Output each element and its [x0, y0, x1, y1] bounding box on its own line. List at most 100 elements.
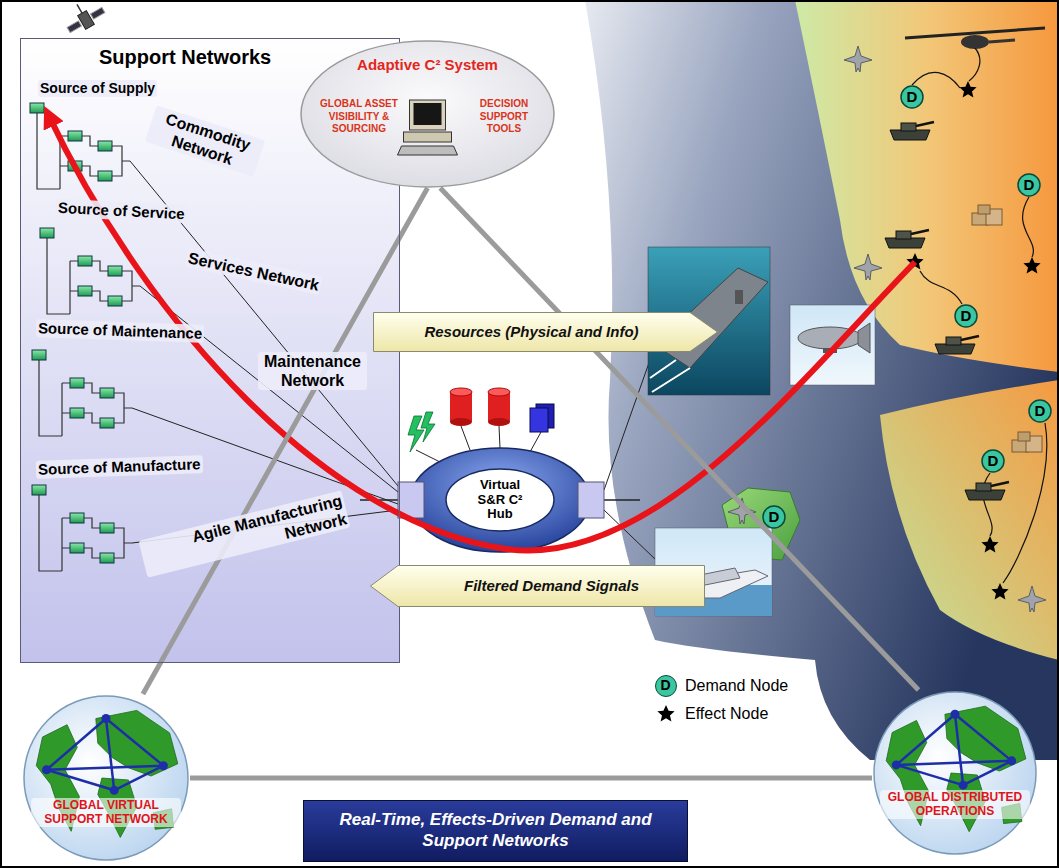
c2-title: Adaptive C² System — [300, 56, 555, 74]
banner-text: Real-Time, Effects-Driven Demand and Sup… — [313, 809, 678, 852]
network-link — [955, 714, 1012, 761]
effect-node-swatch — [655, 703, 677, 725]
aircraft-icon — [1018, 586, 1046, 612]
demand-node-circle — [955, 305, 977, 327]
keyboard-icon — [398, 146, 458, 155]
demand-node-circle — [1018, 174, 1040, 196]
c2-ellipse-outline — [301, 41, 554, 187]
network-node-dot — [42, 765, 51, 774]
demand-letter: D — [762, 505, 786, 529]
network-connector — [440, 188, 918, 690]
network-node-dot — [110, 786, 119, 795]
globe-label: GLOBAL DISTRIBUTED OPERATIONS — [880, 790, 1030, 819]
helicopter-icon — [905, 28, 1045, 49]
arrow-label: Resources (Physical and Info) — [424, 323, 638, 341]
demand-node: D — [762, 505, 786, 529]
demand-letter: D — [1028, 399, 1052, 423]
demand-node: D — [1028, 399, 1052, 423]
globe-node: GLOBAL DISTRIBUTED OPERATIONS — [872, 690, 1038, 856]
network-connector — [143, 188, 428, 694]
network-node-dot — [1007, 756, 1016, 765]
computer-base — [404, 132, 452, 142]
demand-letter: D — [1017, 173, 1041, 197]
demand-node: D — [981, 449, 1005, 473]
demand-node-circle — [901, 86, 923, 108]
source-label: Source of Supply — [38, 80, 157, 97]
effect-star — [991, 583, 1008, 600]
manufacturing-network-graph — [32, 485, 132, 571]
c2-capability: DECISION SUPPORT TOOLS — [464, 98, 544, 136]
legend-text: Demand Node — [685, 676, 788, 695]
hub-core: Virtual S&R C² Hub — [445, 468, 555, 532]
database-icon — [450, 388, 510, 426]
hub-core-outline — [446, 469, 554, 531]
legend: D Demand NodeEffect Node — [655, 672, 788, 728]
panel-heading: Support Networks — [99, 45, 271, 69]
c2-capability: GLOBAL ASSET VISIBILITY & SOURCING — [312, 98, 406, 136]
globe-outline — [874, 692, 1036, 854]
globe-label: GLOBAL VIRTUAL SUPPORT NETWORK — [31, 798, 181, 827]
legend-row: D Demand Node — [655, 672, 788, 700]
tank-icon — [890, 122, 934, 140]
demand-letter: D — [981, 449, 1005, 473]
tank-icon — [965, 482, 1009, 500]
satellite-icon — [60, 0, 108, 37]
fast-ship-deck — [700, 568, 740, 585]
star-symbol — [657, 705, 674, 722]
hub-port — [578, 482, 604, 518]
demand-node-circle — [763, 506, 785, 528]
network-link — [47, 766, 164, 770]
network-node-dot — [959, 781, 968, 790]
demand-node: D — [954, 304, 978, 328]
demand-node-swatch: D — [655, 675, 677, 697]
globe-node-outline — [22, 694, 190, 862]
network-link — [896, 761, 1011, 765]
network-link — [114, 766, 163, 791]
carrier-tower — [735, 290, 743, 304]
network-link — [963, 761, 1012, 785]
demand-node: D — [1017, 173, 1041, 197]
sea-region — [585, 0, 1059, 760]
network-node-dot — [951, 710, 960, 719]
demand-letter: D — [954, 304, 978, 328]
effect-link-lines — [912, 48, 1047, 583]
resources-arrow: Resources (Physical and Info) — [373, 312, 718, 352]
network-connector — [190, 775, 872, 780]
network-link — [955, 714, 963, 785]
aircraft-icon — [854, 254, 882, 280]
banner-shape — [304, 801, 688, 862]
legend-row: Effect Node — [655, 700, 788, 728]
globe-node-outline — [872, 690, 1038, 856]
network-label: Maintenance Network — [258, 352, 367, 390]
network-link — [106, 719, 163, 766]
legend-letter: D — [656, 676, 675, 695]
network-node-dot — [102, 714, 111, 723]
hub-ring — [410, 448, 590, 552]
hub-label: Virtual S&R C² Hub — [469, 478, 531, 523]
effect-star — [1023, 257, 1040, 274]
banner-box-outline — [303, 800, 688, 862]
monitor-screen — [414, 103, 442, 125]
block-arrow-shape — [374, 313, 718, 352]
network-link — [47, 719, 106, 770]
supply-crate-icon — [1012, 432, 1042, 452]
document-icon — [530, 408, 548, 432]
block-arrow-shape — [371, 566, 705, 607]
demand-node-circle — [982, 450, 1004, 472]
arrow-label: Filtered Demand Signals — [464, 577, 639, 595]
globe-node: GLOBAL VIRTUAL SUPPORT NETWORK — [22, 694, 190, 862]
network-link — [896, 714, 955, 765]
banner-box: Real-Time, Effects-Driven Demand and Sup… — [303, 800, 688, 862]
network-link — [47, 770, 115, 791]
monitor-icon — [410, 100, 446, 130]
globe-outline — [24, 696, 188, 860]
aircraft-icon — [844, 46, 872, 72]
legend-text: Effect Node — [685, 704, 768, 723]
tank-icon — [885, 230, 929, 248]
tank-icon — [935, 336, 979, 354]
supply-crate-icon — [972, 205, 1002, 225]
c2-system-ellipse: Adaptive C² SystemGLOBAL ASSET VISIBILIT… — [300, 40, 555, 188]
effect-star — [981, 536, 998, 553]
signal-icon — [408, 412, 435, 452]
